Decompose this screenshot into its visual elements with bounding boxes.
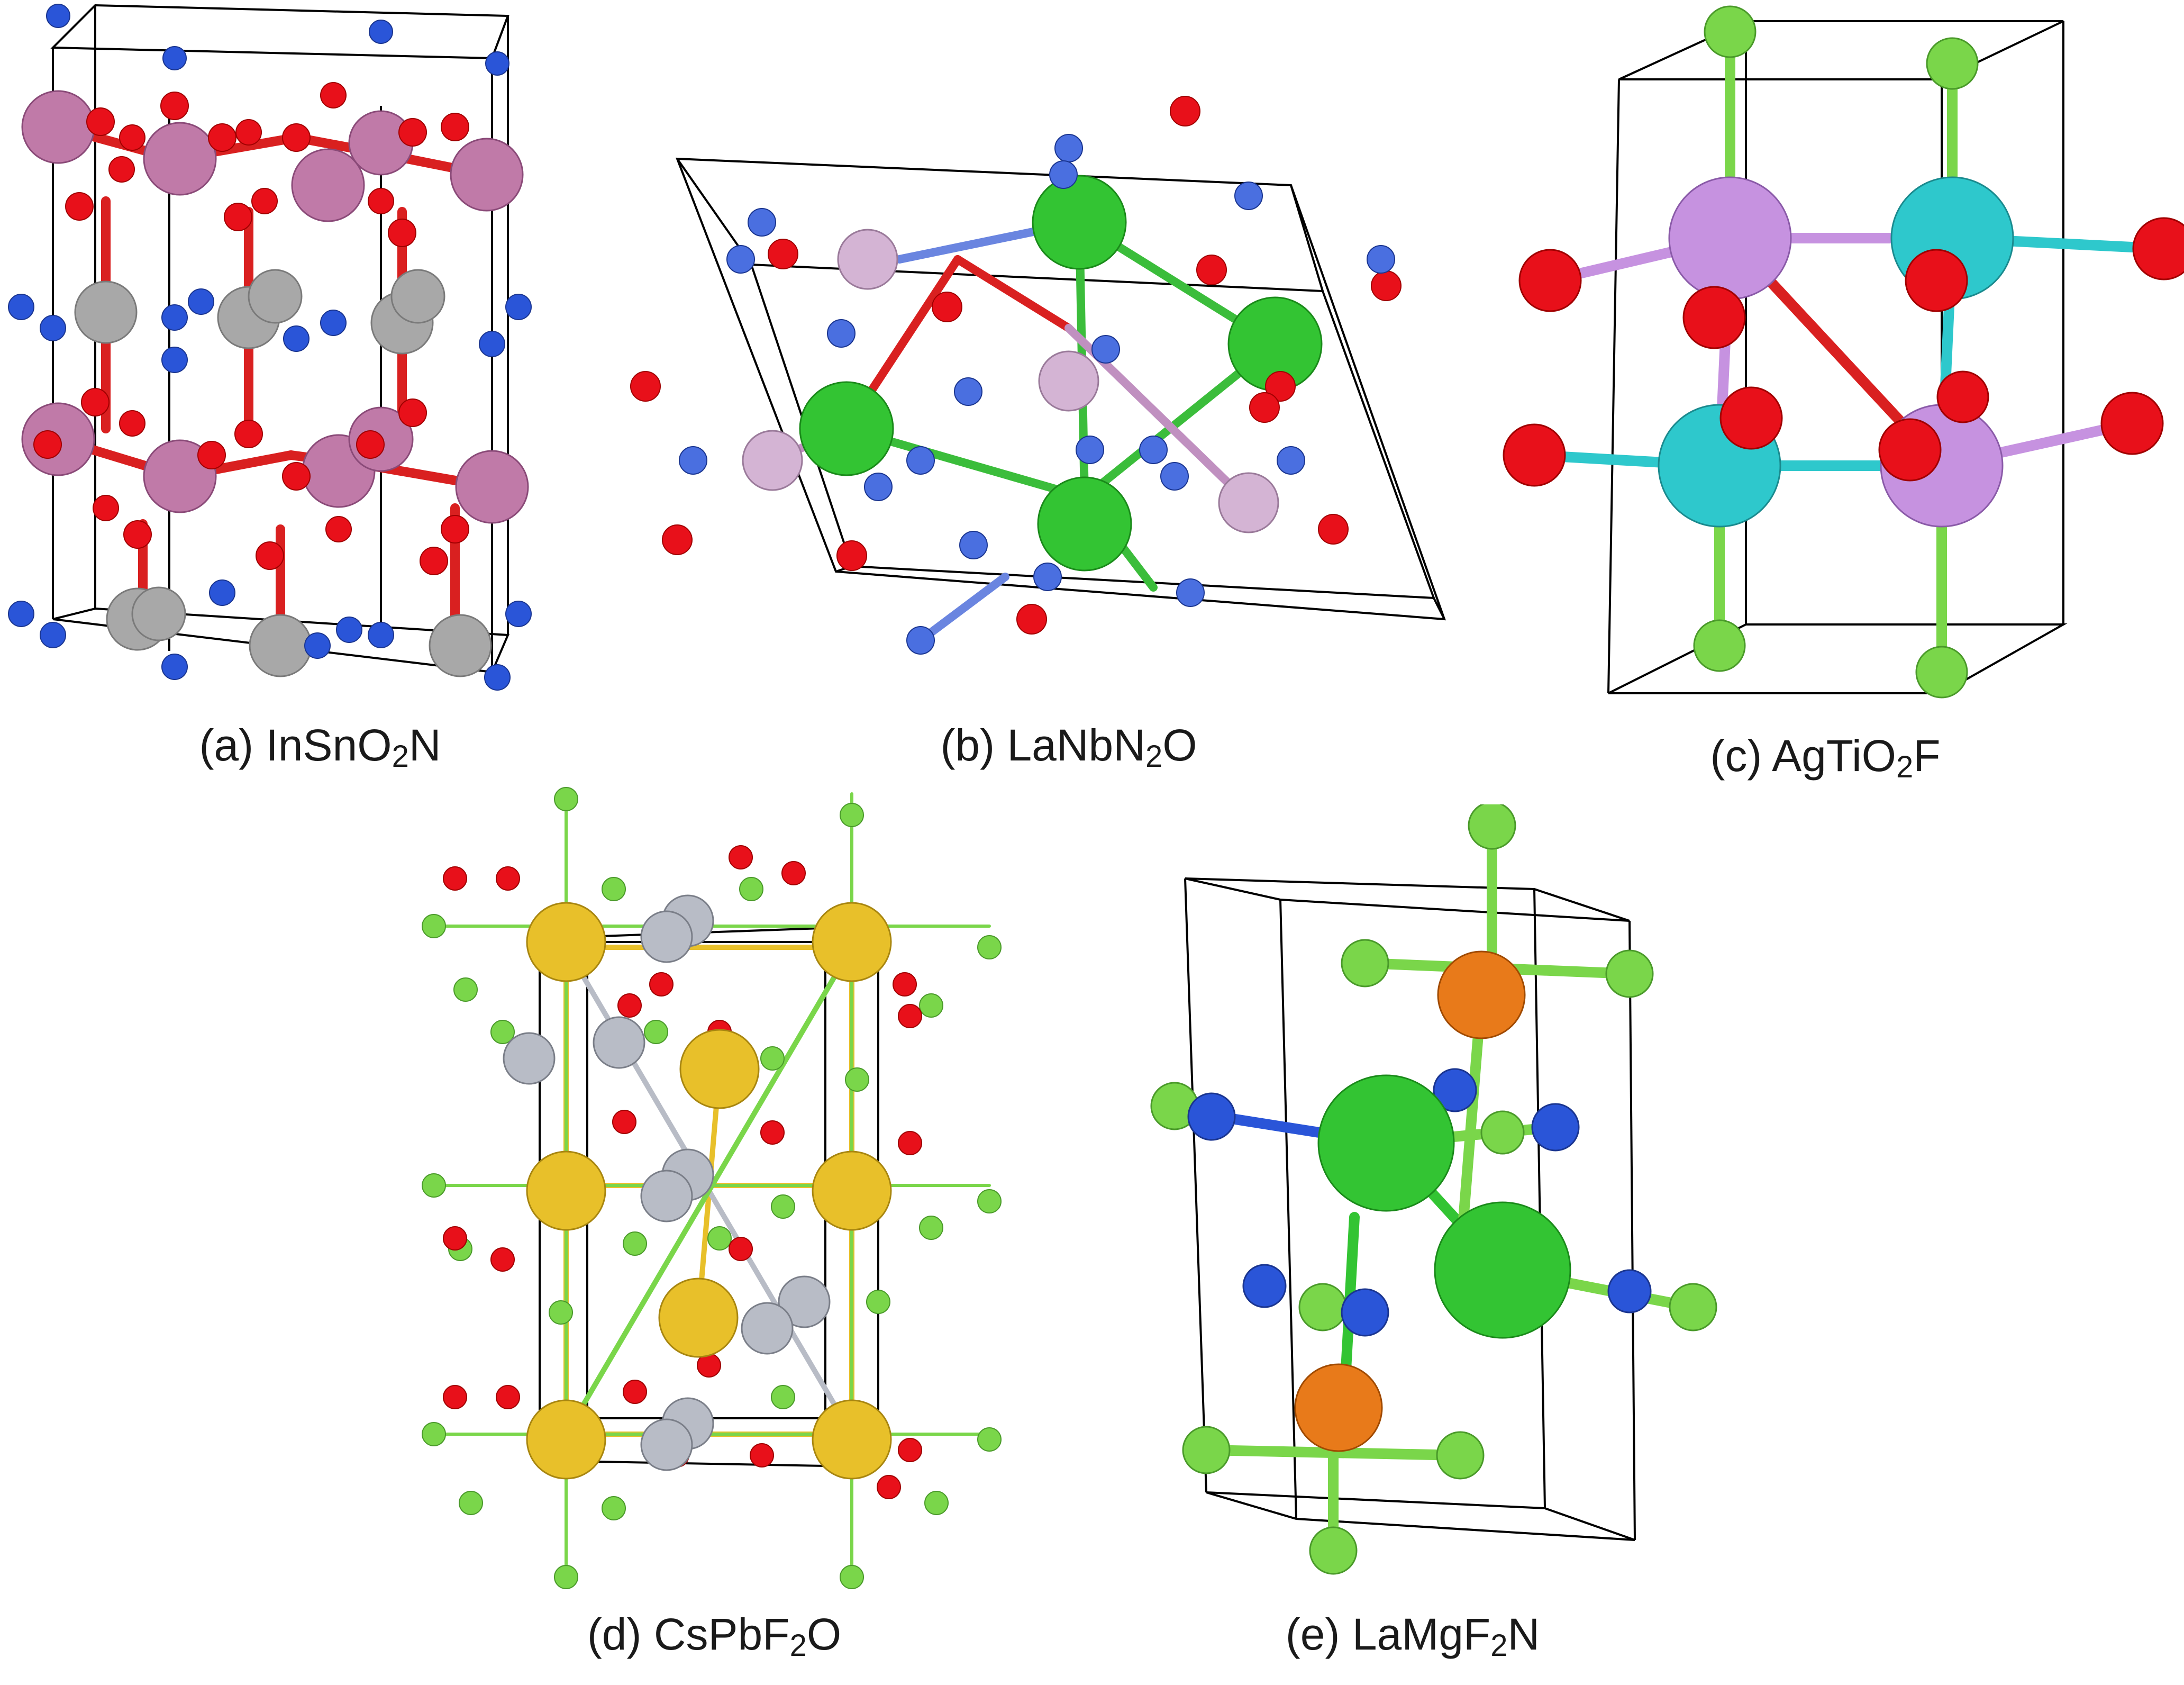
caption-d-subscript: 2 [789,1628,807,1663]
panel-e [1122,804,1735,1582]
panel-c [1476,0,2184,730]
caption-d-formula-main: CsPbF [653,1609,790,1659]
caption-e: (e) LaMgF2N [1175,1609,1651,1663]
atoms-lead-d [503,894,831,1471]
caption-e-subscript: 2 [1490,1628,1508,1663]
caption-d-label: (d) [587,1609,642,1659]
caption-c-formula-tail: F [1913,731,1941,781]
caption-a-formula-tail: N [408,720,441,770]
caption-a-formula-main: InSnO [266,720,392,770]
structure-a-diagram [8,4,532,691]
caption-e-label: (e) [1285,1609,1340,1659]
structure-e-diagram [1150,804,1717,1575]
atoms-lanthanum-b [799,175,1323,572]
panel-b [624,90,1450,683]
caption-b-label: (b) [940,720,995,770]
atoms-oxygen-b [630,96,1402,635]
atoms-oxygen-c [1503,217,2184,487]
caption-e-formula-tail: N [1507,1609,1540,1659]
atoms-cesium-d [526,902,892,1480]
bonds-c [1529,37,2169,677]
structure-d-diagram [422,787,1002,1589]
atoms-oxygen-a [33,82,469,575]
atoms-tin-a [74,269,492,677]
atoms-nitrogen-e [1187,1068,1652,1337]
atoms-nitrogen-a [8,4,532,691]
panel-a [0,0,556,720]
caption-c: (c) AgTiO2F [1587,730,2063,785]
caption-b-subscript: 2 [1145,739,1163,774]
caption-a-subscript: 2 [392,739,409,774]
caption-a-label: (a) [199,720,254,770]
atoms-indium-a [21,90,529,524]
atoms-magnesium-e [1294,950,1526,1452]
caption-b-formula-tail: O [1162,720,1197,770]
caption-e-formula-main: LaMgF [1352,1609,1491,1659]
atoms-niobium-b [742,229,1279,533]
caption-d-formula-tail: O [806,1609,842,1659]
caption-b-formula-main: LaNbN [1007,720,1145,770]
caption-c-formula-main: AgTiO [1772,731,1896,781]
atoms-fluorine-e [1150,804,1717,1575]
caption-b: (b) LaNbN2O [831,720,1307,774]
unit-cell-e [1184,877,1636,1541]
caption-a: (a) InSnO2N [122,720,518,774]
bonds-e [1180,831,1698,1556]
atoms-nitrogen-b [679,134,1395,655]
structure-c-diagram [1503,5,2184,699]
structure-b-diagram [630,96,1446,655]
caption-d: (d) CsPbF2O [476,1609,952,1663]
atoms-fluorine-c [1693,5,1979,699]
panel-d [402,783,1016,1593]
caption-c-label: (c) [1710,731,1762,781]
caption-c-subscript: 2 [1896,750,1914,784]
atoms-lanthanum-e [1317,1074,1571,1339]
